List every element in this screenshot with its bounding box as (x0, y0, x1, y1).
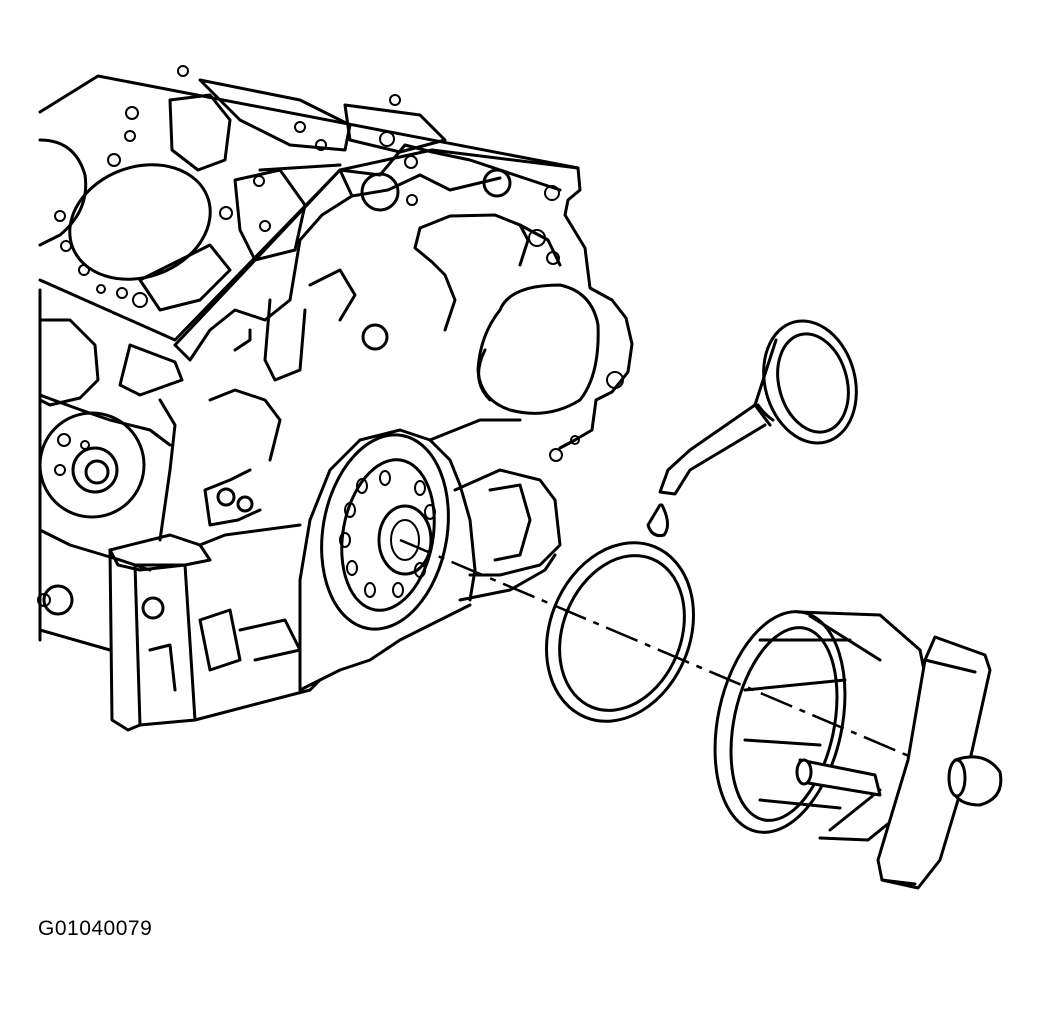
figure-id-label: G01040079 (38, 917, 153, 940)
seal-installer-tool (713, 610, 1003, 890)
engine-block (37, 65, 634, 732)
alignment-centerline (399, 538, 931, 767)
funnel (646, 319, 858, 537)
seal-ring (545, 541, 695, 723)
